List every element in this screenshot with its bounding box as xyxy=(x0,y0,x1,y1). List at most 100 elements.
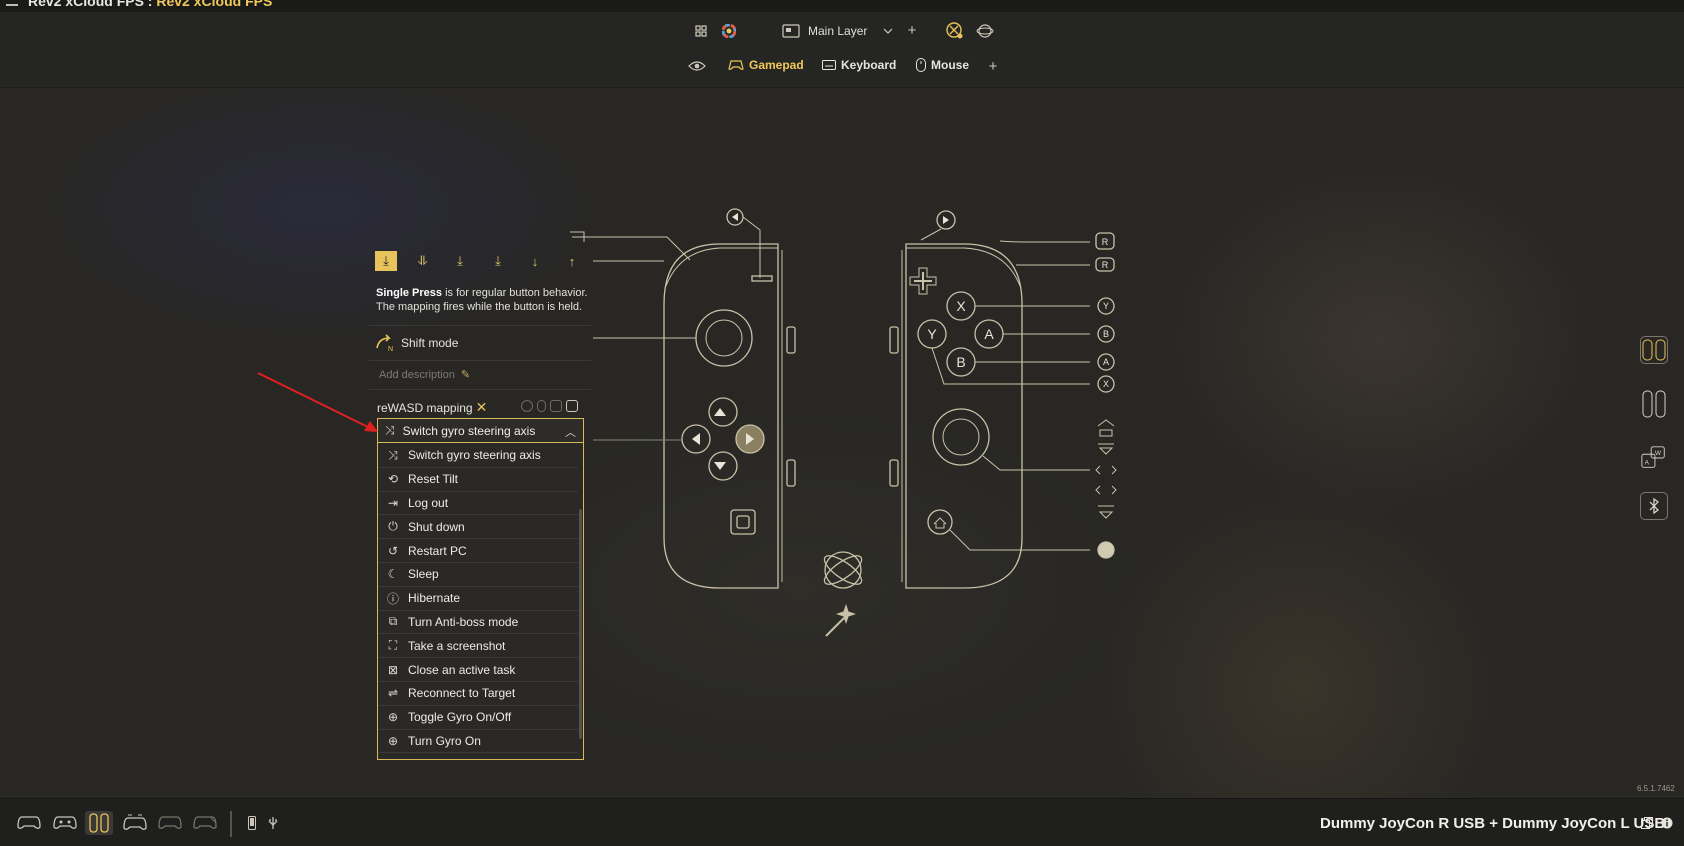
window-title: Rev2 xCloud FPS : Rev2 xCloud FPS xyxy=(28,0,272,9)
chevron-down-icon[interactable] xyxy=(882,25,894,37)
list-item-label: Hibernate xyxy=(408,591,461,606)
add-description-field[interactable]: Add description ✎ xyxy=(369,360,591,388)
list-item[interactable]: ⛶ Take a screenshot xyxy=(378,634,578,659)
menu-icon[interactable] xyxy=(6,0,18,6)
add-layer-icon[interactable]: + xyxy=(907,21,917,39)
shift-mode-row[interactable]: N Shift mode xyxy=(369,325,591,359)
copy-window-icon[interactable] xyxy=(1640,811,1654,835)
list-item-label: Turn Gyro On xyxy=(408,733,481,748)
long-press-mode-button[interactable]: ⤓ xyxy=(495,253,501,268)
activator-description: Single Press is for regular button behav… xyxy=(376,286,590,314)
screenshot-icon: ⛶ xyxy=(388,638,398,653)
face-a-label: A xyxy=(984,326,994,342)
keyboard-mapping-icon[interactable] xyxy=(550,400,562,412)
background-artwork xyxy=(0,88,1684,798)
bluetooth-icon[interactable] xyxy=(1640,492,1668,520)
color-wheel-icon[interactable] xyxy=(722,24,736,38)
list-item[interactable]: ⤨Switch gyro steering axis xyxy=(378,444,578,468)
activator-text: is for regular button behavior. The mapp… xyxy=(376,287,588,313)
double-press-mode-button[interactable]: ⥥ xyxy=(418,253,428,268)
virtual-gamepad-icon[interactable] xyxy=(157,811,183,835)
bluetooth-gamepad-icon[interactable] xyxy=(192,811,218,835)
capture-button xyxy=(730,509,756,535)
ps-gamepad-icon[interactable] xyxy=(52,811,78,835)
dropdown-selected-label: Switch gyro steering axis xyxy=(402,423,536,438)
gyro-center-icon xyxy=(824,551,862,589)
r-trigger-label: R xyxy=(1102,237,1109,247)
svg-text:A: A xyxy=(1645,460,1650,467)
tab-mouse-label: Mouse xyxy=(931,58,970,72)
dpad-down xyxy=(708,451,738,481)
tab-keyboard[interactable]: Keyboard xyxy=(822,58,896,72)
gamepad-mapping-icon[interactable] xyxy=(521,400,533,412)
gyro-icon[interactable] xyxy=(976,22,994,40)
list-item-label: Sleep xyxy=(408,567,439,582)
y-label: Y xyxy=(1103,301,1109,311)
list-item[interactable]: ⧉Turn Anti-boss mode xyxy=(378,611,578,635)
tab-gamepad[interactable]: Gamepad xyxy=(728,58,804,72)
right-joycon-body xyxy=(905,243,1023,589)
list-item-label: Reconnect to Target xyxy=(408,686,516,701)
grid-icon[interactable] xyxy=(694,24,708,38)
list-item-label: Switch gyro steering axis xyxy=(408,448,541,463)
usb-icon[interactable] xyxy=(266,811,280,835)
power-icon: ⏻ xyxy=(388,519,398,534)
list-item[interactable]: ⇌Reconnect to Target xyxy=(378,682,578,706)
info-icon[interactable] xyxy=(1660,811,1674,835)
connected-devices: Dummy JoyCon R USB + Dummy JoyCon L USB xyxy=(1320,815,1666,832)
pencil-icon[interactable]: ✎ xyxy=(460,369,471,381)
list-item[interactable]: ⊕ Turn Gyro On xyxy=(378,730,578,754)
tab-mouse[interactable]: Mouse xyxy=(916,58,969,72)
pro-controller-icon[interactable] xyxy=(122,811,148,835)
list-item-label: Log out xyxy=(408,495,449,510)
gyro-axis-icon: ⤨ xyxy=(385,423,395,437)
start-press-mode-button[interactable]: ↓ xyxy=(531,253,539,269)
visibility-eye-icon[interactable] xyxy=(688,59,706,73)
list-item-label: Turn Anti-boss mode xyxy=(408,614,519,629)
list-item-label: Reset Tilt xyxy=(408,472,459,487)
list-item[interactable]: ⏻ Shut down xyxy=(378,515,578,540)
moon-icon: ☾ xyxy=(387,567,399,582)
x-label: X xyxy=(1103,379,1109,389)
tab-gamepad-label: Gamepad xyxy=(749,58,804,72)
joycon-split-icon[interactable] xyxy=(1640,390,1668,418)
b-label: B xyxy=(1103,329,1109,339)
gyro-on-icon: ⊕ xyxy=(387,733,399,748)
remove-mapping-icon[interactable]: ✕ xyxy=(475,399,488,415)
triple-press-mode-button[interactable]: ⤓ xyxy=(457,253,463,268)
list-item[interactable]: ⊕Toggle Gyro On/Off xyxy=(378,706,578,730)
macro-mapping-icon[interactable] xyxy=(566,400,578,412)
list-item[interactable]: ⇥ Log out xyxy=(378,492,578,516)
list-item-label: Take a screenshot xyxy=(408,638,506,653)
single-press-mode-button[interactable]: ⤓ xyxy=(375,251,397,271)
list-item[interactable]: ↺Restart PC xyxy=(378,539,578,563)
shift-mode-label: Shift mode xyxy=(401,335,459,350)
list-item[interactable]: ☾ Sleep xyxy=(378,563,578,587)
list-item[interactable]: ⟲Reset Tilt xyxy=(378,468,578,492)
layer-name[interactable]: Main Layer xyxy=(808,24,868,38)
mouse-mapping-icon[interactable] xyxy=(537,400,546,412)
app-version: 6.5.1.7462 xyxy=(1637,784,1675,793)
app-title: Rev2 xCloud FPS xyxy=(28,0,144,9)
action-dropdown[interactable]: ⤨ Switch gyro steering axis ︿ ⤨Switch gy… xyxy=(377,418,584,760)
shift-arrow-icon: N xyxy=(376,333,393,352)
a-label: A xyxy=(1103,357,1109,367)
xbox-gamepad-icon[interactable] xyxy=(16,811,42,835)
left-joycon-body xyxy=(663,243,779,589)
add-tab-icon[interactable]: + xyxy=(988,57,998,75)
dropdown-scrollbar[interactable] xyxy=(579,509,582,739)
list-item[interactable]: ⊠Close an active task xyxy=(378,658,578,682)
joycon-pair-icon[interactable] xyxy=(1640,336,1668,364)
list-item-label: Shut down xyxy=(408,519,465,534)
xbox-controller-icon[interactable] xyxy=(946,22,964,40)
chevron-up-icon[interactable]: ︿ xyxy=(565,427,576,439)
phone-icon[interactable] xyxy=(246,811,258,835)
restart-icon: ↺ xyxy=(387,543,399,558)
svg-text:N: N xyxy=(388,346,393,352)
dropdown-selected[interactable]: ⤨ Switch gyro steering axis ︿ xyxy=(378,419,583,443)
release-mode-button[interactable]: ↑ xyxy=(568,253,576,269)
logout-icon: ⇥ xyxy=(387,495,399,510)
joycon-device-icon[interactable] xyxy=(85,811,113,835)
